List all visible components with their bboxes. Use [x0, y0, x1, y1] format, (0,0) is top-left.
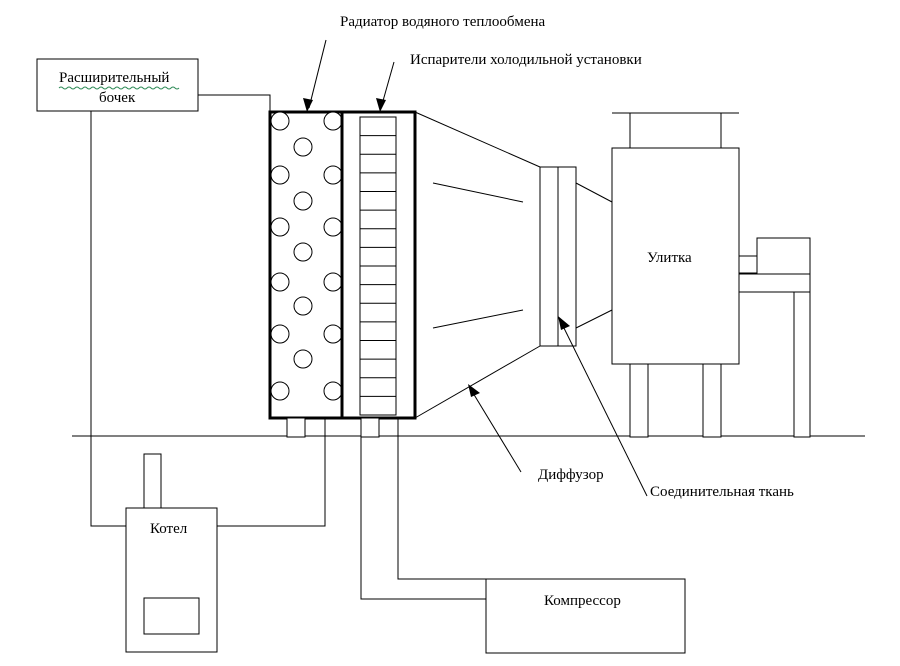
radiator-drain: [286, 417, 306, 438]
radiator-tube-11: [323, 272, 343, 292]
pipe-evaporator-to-compressor-outer: [360, 437, 486, 600]
diffuser-vane-lower: [432, 309, 524, 329]
compressor-box: [485, 578, 686, 654]
radiator-tube-6: [293, 191, 313, 211]
connecting-fabric-label-mask: [648, 478, 828, 484]
motor-stand-top: [738, 273, 811, 293]
radiator-block: [268, 110, 344, 420]
snail-leg-right: [702, 363, 722, 438]
evaporator-fins: [359, 117, 396, 415]
radiator-label: Радиатор водяного теплообмена: [340, 14, 546, 30]
expansion-tank-box: [36, 58, 199, 112]
boiler-chimney: [143, 453, 162, 509]
evaporators-label: Испарители холодильной установки: [410, 52, 642, 68]
compressor-label: Компрессор: [544, 593, 621, 609]
connecting-fabric-arrow-line: [559, 319, 648, 497]
expansion-tank-label-line1: Расширительный: [59, 70, 169, 86]
radiator-tube-7: [270, 217, 290, 237]
snail-housing: [611, 147, 740, 365]
fabric-to-snail-top: [575, 182, 613, 203]
radiator-tube-14: [323, 324, 343, 344]
diffuser-vane-upper: [432, 182, 524, 203]
diffuser-arrow-line: [469, 387, 522, 473]
radiator-tube-12: [293, 296, 313, 316]
radiator-tube-1: [270, 111, 290, 131]
diffuser-top-edge: [414, 111, 541, 168]
motor-shaft: [738, 255, 758, 274]
radiator-tube-9: [293, 242, 313, 262]
snail-label: Улитка: [647, 250, 692, 266]
radiator-tube-3: [293, 137, 313, 157]
evaporators-arrow-head: [376, 98, 386, 112]
pipe-tank-to-radiator: [198, 94, 271, 112]
connecting-fabric-arrow-head: [558, 316, 570, 330]
spellcheck-underline: [58, 86, 180, 90]
connecting-fabric-label: Соединительная ткань: [650, 484, 794, 500]
diffuser-label: Диффузор: [538, 467, 604, 483]
radiator-tube-4: [270, 165, 290, 185]
radiator-arrow-head: [303, 98, 313, 112]
radiator-tube-2: [323, 111, 343, 131]
motor-stand-leg: [793, 291, 811, 438]
radiator-tube-5: [323, 165, 343, 185]
boiler-label: Котел: [150, 521, 188, 537]
radiator-tubes: [270, 111, 343, 401]
radiator-arrow-line: [308, 39, 327, 109]
expansion-tank-label-line2: бочек: [99, 90, 136, 106]
evaporator-drain: [360, 417, 380, 438]
boiler-door: [143, 597, 200, 635]
snail-leg-left: [629, 363, 649, 438]
radiator-tube-8: [323, 217, 343, 237]
diffuser-arrow-head: [468, 384, 480, 397]
diffuser-bottom-edge: [414, 345, 541, 419]
radiator-tube-17: [323, 381, 343, 401]
pipe-evaporator-to-compressor-inner: [397, 418, 486, 580]
radiator-tube-16: [270, 381, 290, 401]
pipe-tank-to-boiler: [90, 111, 126, 527]
motor-box: [756, 237, 811, 275]
radiator-tube-10: [270, 272, 290, 292]
radiator-tube-13: [270, 324, 290, 344]
radiator-tube-15: [293, 349, 313, 369]
pipe-radiator-to-boiler: [217, 418, 326, 527]
fabric-to-snail-bottom: [575, 309, 613, 329]
